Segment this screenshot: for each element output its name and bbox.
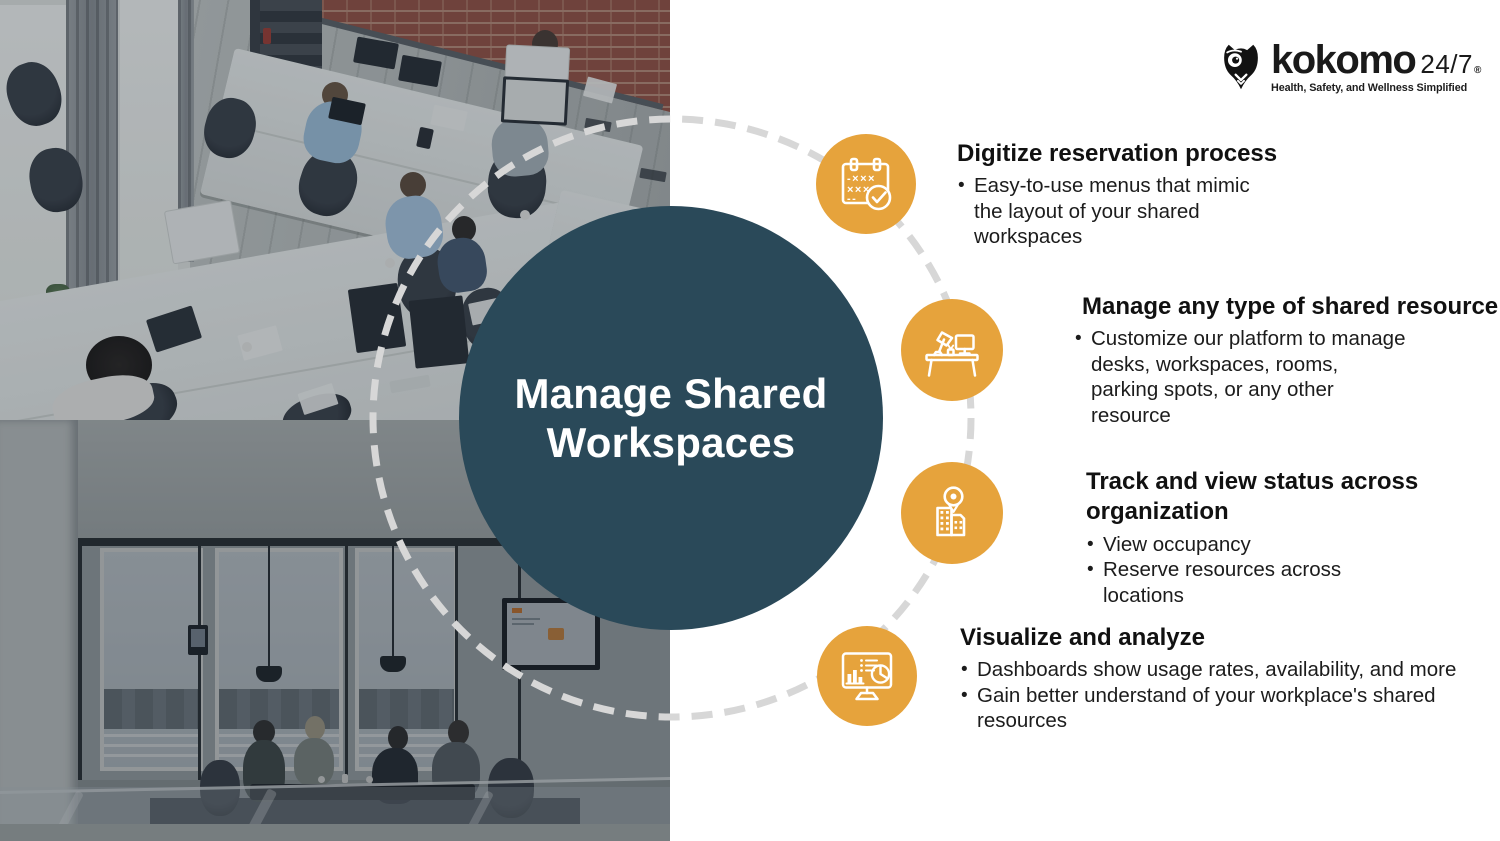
feature-bullets: View occupancy Reserve resources across … <box>1086 532 1426 609</box>
feature-visualize-analyze: Visualize and analyze Dashboards show us… <box>960 623 1460 734</box>
building-location-icon <box>901 462 1003 564</box>
registered-mark: ® <box>1473 65 1482 76</box>
feature-manage-resource: Manage any type of shared resource Custo… <box>1074 292 1498 428</box>
person <box>388 726 408 750</box>
person <box>253 720 275 744</box>
feature-title: Digitize reservation process <box>957 140 1278 167</box>
svg-text:--: -- <box>847 193 857 205</box>
calendar-check-icon: -××× ×××- -- <box>816 134 916 234</box>
feature-bullet: View occupancy <box>1086 532 1426 558</box>
feature-title: Track and view status across organizatio… <box>1086 468 1419 526</box>
feature-bullets: Easy-to-use menus that mimic the layout … <box>957 173 1267 250</box>
feature-track-status: Track and view status across organizatio… <box>1086 467 1426 608</box>
dashboard-analytics-icon <box>817 626 917 726</box>
owl-icon <box>1224 44 1258 90</box>
brand-tagline: Health, Safety, and Wellness Simplified <box>1271 82 1468 94</box>
feature-title: Manage any type of shared resource <box>1082 293 1499 320</box>
person <box>448 720 469 745</box>
meeting-table <box>250 784 475 800</box>
svg-text:-×××: -××× <box>847 173 876 185</box>
feature-bullet: Gain better understand of your workplace… <box>960 683 1460 734</box>
feature-bullet: Easy-to-use menus that mimic the layout … <box>957 173 1267 250</box>
brand-name: kokomo <box>1271 38 1417 82</box>
feature-bullet: Dashboards show usage rates, availabilit… <box>960 657 1460 683</box>
feature-bullet: Customize our platform to manage desks, … <box>1074 326 1406 428</box>
feature-bullets: Customize our platform to manage desks, … <box>1074 326 1406 428</box>
feature-bullets: Dashboards show usage rates, availabilit… <box>960 657 1460 734</box>
meeting-room-window <box>100 548 203 771</box>
feature-digitize-reservation: Digitize reservation process Easy-to-use… <box>957 139 1277 250</box>
feature-bullet: Reserve resources across locations <box>1086 557 1426 608</box>
feature-title: Visualize and analyze <box>960 624 1206 651</box>
brand-suffix: 24/7 <box>1420 49 1473 79</box>
center-circle: Manage Shared Workspaces <box>459 206 883 630</box>
desk-workstation-icon <box>901 299 1003 401</box>
person <box>305 716 325 740</box>
slide-title: Manage Shared Workspaces <box>514 369 828 466</box>
